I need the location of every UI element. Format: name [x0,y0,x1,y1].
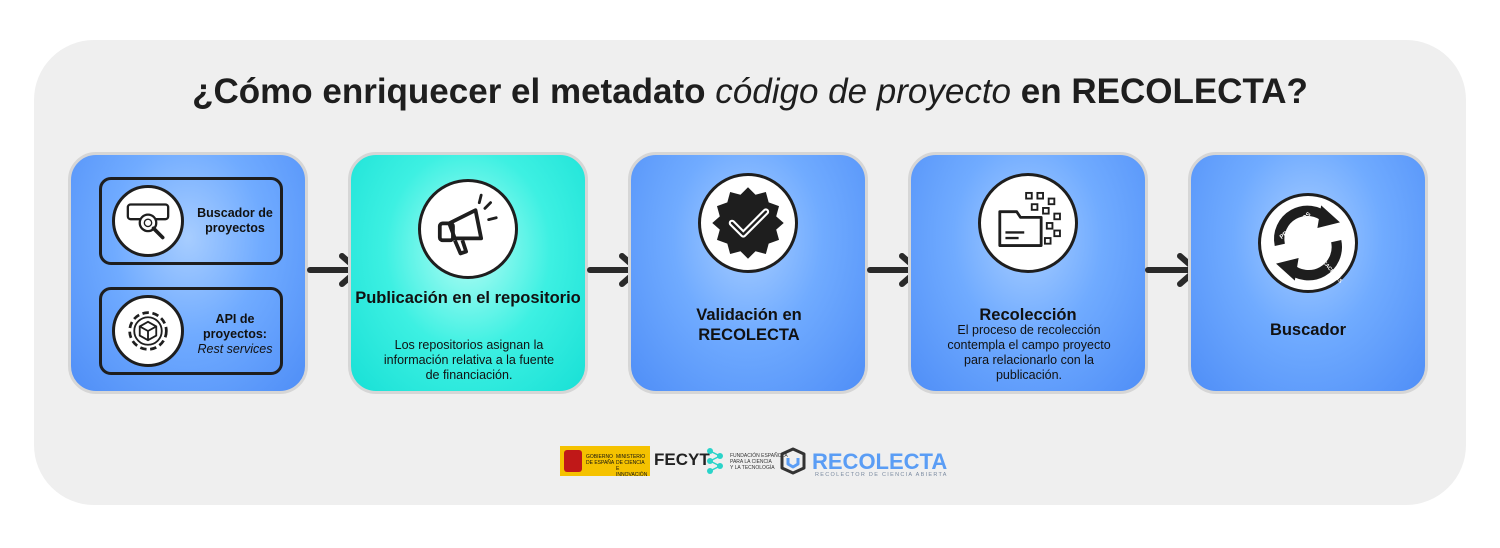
subcard-project-api: API de proyectos:Rest services [99,287,283,375]
gobierno-espana-logo: GOBIERNO DE ESPAÑA MINISTERIO DE CIENCIA… [560,446,650,478]
fecyt-sub-line: Y LA TECNOLOGÍA [730,465,775,471]
ministerio-line: DE CIENCIA [616,460,645,466]
gobierno-line: GOBIERNO [586,454,613,460]
fecyt-sub-line: PARA LA CIENCIA [730,459,772,465]
data-harvest-icon [978,173,1078,273]
ministerio-text: MINISTERIO DE CIENCIA E INNOVACIÓN [616,454,650,478]
ministerio-line: E INNOVACIÓN [616,466,648,478]
title-text-before: ¿Cómo enriquecer el metadato [192,72,716,111]
fecyt-molecule-icon [707,448,723,474]
verified-badge-icon [698,173,798,273]
step-card-publication: Publicación en el repositorio Los reposi… [348,152,588,394]
subcard-project-search: Buscador de proyectos [99,177,283,265]
step-title: Publicación en el repositorio [355,289,581,307]
step-title: Buscador [1269,321,1347,339]
recolecta-logo-icon [780,447,806,475]
step-card-harvesting: Recolección El proceso de recolección co… [908,152,1148,394]
api-label-italic: Rest services [197,342,273,356]
title-text-italic: código de proyecto [715,72,1012,111]
refresh-arrows-icon: PROYECTOS PUBLICACIONES [1258,193,1358,293]
gear-cube-icon [112,295,184,367]
step-card-validation: Validación en RECOLECTA [628,152,868,394]
search-window-icon [112,185,184,257]
megaphone-icon [418,179,518,279]
subcard-label: API de proyectos:Rest services [188,312,282,357]
page-title: ¿Cómo enriquecer el metadato código de p… [0,72,1500,112]
step-card-sources: Buscador de proyectos API de proyectos:R… [68,152,308,394]
recolecta-subtitle: RECOLECTOR DE CIENCIA ABIERTA [815,472,948,478]
step-card-search-engine: PROYECTOS PUBLICACIONES Buscador [1188,152,1428,394]
step-description: El proceso de recolección contempla el c… [947,323,1111,382]
step-title: Recolección [979,306,1077,324]
gobierno-text: GOBIERNO DE ESPAÑA [586,454,614,466]
api-label: API de proyectos: [203,312,267,341]
ministerio-line: MINISTERIO [616,454,646,460]
step-description: Los repositorios asignan la información … [383,338,555,382]
step-title: Validación en RECOLECTA [696,306,802,344]
fecyt-sub-line: FUNDACIÓN ESPAÑOLA [730,453,788,459]
recolecta-logo-text: RECOLECTA [812,449,948,474]
title-text-after: en RECOLECTA? [1011,72,1308,111]
gobierno-line: DE ESPAÑA [586,460,615,466]
fecyt-subtitle: FUNDACIÓN ESPAÑOLA PARA LA CIENCIA Y LA … [730,453,788,471]
subcard-label: Buscador de proyectos [197,206,273,235]
coat-of-arms-icon [564,450,582,472]
fecyt-logo-text: FECYT [654,450,710,469]
